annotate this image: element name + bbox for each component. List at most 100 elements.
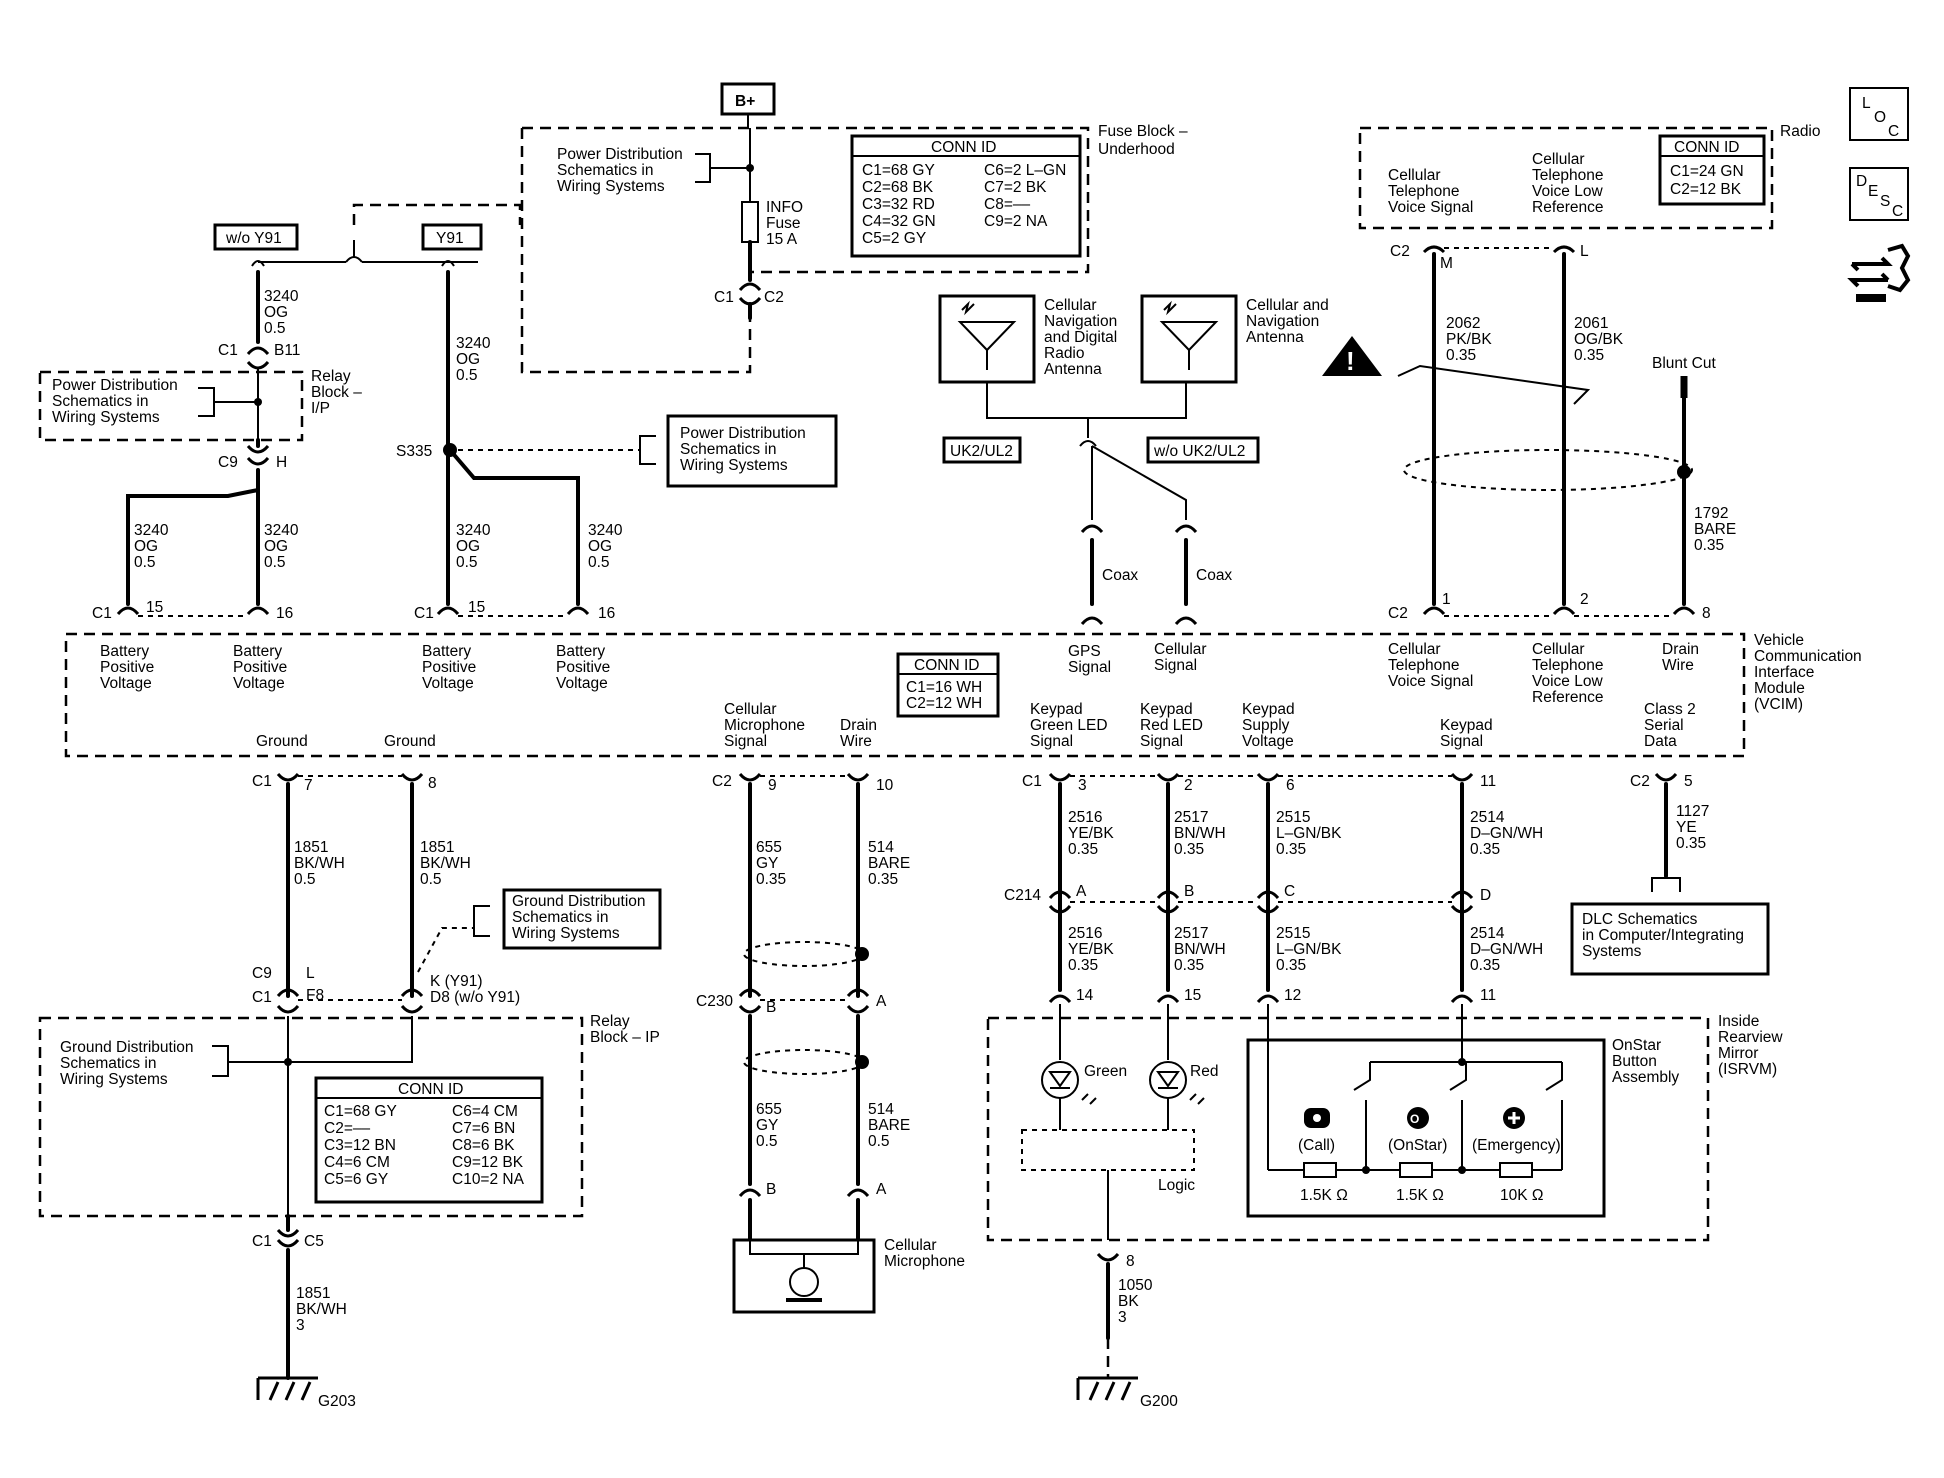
svg-text:H: H [276,454,287,471]
svg-text:O: O [1874,109,1886,126]
ground-g203-icon: G203 [256,1376,356,1410]
svg-text:Positive: Positive [100,659,154,676]
antennas: Cellular Navigation and Digital Radio An… [938,294,1329,606]
svg-text:0.35: 0.35 [1694,537,1724,554]
relay-block-conn-id: CONN ID C1=68 GY C2=–– C3=12 BN C4=6 CM … [314,1076,544,1204]
svg-text:8: 8 [1702,605,1711,622]
fuse-block-title: Fuse Block – [1098,123,1188,140]
svg-text:Voice Signal: Voice Signal [1388,199,1473,216]
connector-tool-icon[interactable] [1847,243,1911,302]
svg-text:0.5: 0.5 [264,320,286,337]
svg-text:1851: 1851 [420,839,454,856]
svg-text:Communication: Communication [1754,648,1862,665]
desc-icon[interactable]: D E S C [1849,167,1909,221]
svg-text:Telephone: Telephone [1532,657,1604,674]
resistor-2 [1399,1162,1433,1178]
svg-text:Microphone: Microphone [724,717,805,734]
svg-text:D8 (w/o Y91): D8 (w/o Y91) [430,989,520,1006]
fuse-block-conn-id: CONN ID C1=68 GY C2=68 BK C3=32 RD C4=32… [850,134,1082,258]
svg-text:C2=68 BK: C2=68 BK [862,179,934,196]
svg-text:C: C [1892,203,1903,220]
svg-text:0.35: 0.35 [756,871,786,888]
svg-text:0.35: 0.35 [1276,841,1306,858]
svg-text:BK/WH: BK/WH [296,1301,347,1318]
svg-text:Cellular and: Cellular and [1246,297,1329,314]
svg-text:2061: 2061 [1574,315,1608,332]
resistor-3 [1499,1162,1533,1178]
svg-text:Antenna: Antenna [1044,361,1102,378]
svg-text:OG: OG [134,538,158,555]
power-distribution-ref-box [666,414,838,488]
relay-block-title: Relay [311,368,351,385]
svg-text:0.35: 0.35 [1174,957,1204,974]
svg-text:D: D [1856,173,1867,190]
relay-block-ip-top [38,370,304,442]
isrvm-outline [986,1016,1710,1242]
svg-text:655: 655 [756,1101,782,1118]
svg-text:Systems: Systems [1582,943,1642,960]
onstar-button[interactable]: O (OnStar) [1388,1107,1447,1154]
battery-feed-without-y91: 3240 OG 0.5 C1 B11 Relay Block – I/P Pow… [38,270,362,606]
svg-text:2516: 2516 [1068,925,1102,942]
svg-text:Keypad: Keypad [1140,701,1193,718]
svg-text:Assembly: Assembly [1612,1069,1679,1086]
svg-text:OG: OG [456,351,480,368]
svg-text:1127: 1127 [1676,803,1709,820]
svg-text:D–GN/WH: D–GN/WH [1470,825,1543,842]
svg-text:2517: 2517 [1174,809,1208,826]
svg-text:16: 16 [598,605,615,622]
svg-text:Reference: Reference [1532,199,1604,216]
svg-text:7: 7 [304,777,313,794]
call-button[interactable]: (Call) [1298,1108,1335,1154]
svg-text:BN/WH: BN/WH [1174,941,1226,958]
svg-text:2514: 2514 [1470,809,1505,826]
svg-text:Cellular: Cellular [1388,641,1441,658]
svg-text:C2: C2 [1630,773,1650,790]
svg-text:GY: GY [756,855,778,872]
svg-text:2517: 2517 [1174,925,1208,942]
svg-text:Wiring Systems: Wiring Systems [680,457,788,474]
svg-text:Signal: Signal [1140,733,1183,750]
svg-text:0.35: 0.35 [1174,841,1204,858]
svg-text:2515: 2515 [1276,809,1310,826]
power-distribution-ref: Power Distribution [557,146,683,163]
svg-text:C9=12 BK: C9=12 BK [452,1154,524,1171]
svg-text:OG: OG [456,538,480,555]
svg-text:Microphone: Microphone [884,1253,965,1270]
svg-text:6: 6 [1286,777,1295,794]
svg-text:1: 1 [1442,591,1451,608]
svg-text:Ground Distribution: Ground Distribution [512,893,646,910]
option-uk2-ul2 [942,436,1022,464]
option-y91 [421,223,483,251]
svg-text:BN/WH: BN/WH [1174,825,1226,842]
fuse-block-underhood: B+ Fuse Block – Underhood Power Distribu… [520,82,1188,374]
svg-text:L: L [1862,95,1871,112]
wire-3240-left-a: 3240 OG 0.5 [134,522,169,571]
svg-text:Battery: Battery [422,643,471,660]
svg-text:2514: 2514 [1470,925,1505,942]
svg-text:C2=12 WH: C2=12 WH [906,695,982,712]
svg-text:0.5: 0.5 [456,554,478,571]
svg-text:Keypad: Keypad [1440,717,1493,734]
svg-text:C4=6 CM: C4=6 CM [324,1154,390,1171]
svg-text:Serial: Serial [1644,717,1684,734]
loc-icon[interactable]: L O C [1849,87,1909,141]
svg-text:3240: 3240 [264,522,299,539]
keypad-circuit: 2516 YE/BK 0.35 2517 BN/WH 0.35 2515 L–G… [986,782,1783,1410]
resistor-1 [1303,1162,1337,1178]
svg-text:C1=68 GY: C1=68 GY [324,1103,397,1120]
svg-text:B: B [1184,883,1194,900]
fuse-label: INFO [766,199,803,216]
svg-text:3240: 3240 [264,288,299,305]
svg-text:Y91: Y91 [436,230,464,247]
emergency-button[interactable]: (Emergency) [1472,1107,1561,1154]
svg-text:L: L [306,965,315,982]
svg-text:Power Distribution: Power Distribution [52,377,178,394]
svg-text:Rearview: Rearview [1718,1029,1783,1046]
svg-text:Cellular: Cellular [1532,151,1585,168]
svg-text:(VCIM): (VCIM) [1754,696,1803,713]
svg-text:Signal: Signal [724,733,767,750]
svg-text:w/o Y91: w/o Y91 [225,230,282,247]
svg-text:CONN ID: CONN ID [931,139,996,156]
